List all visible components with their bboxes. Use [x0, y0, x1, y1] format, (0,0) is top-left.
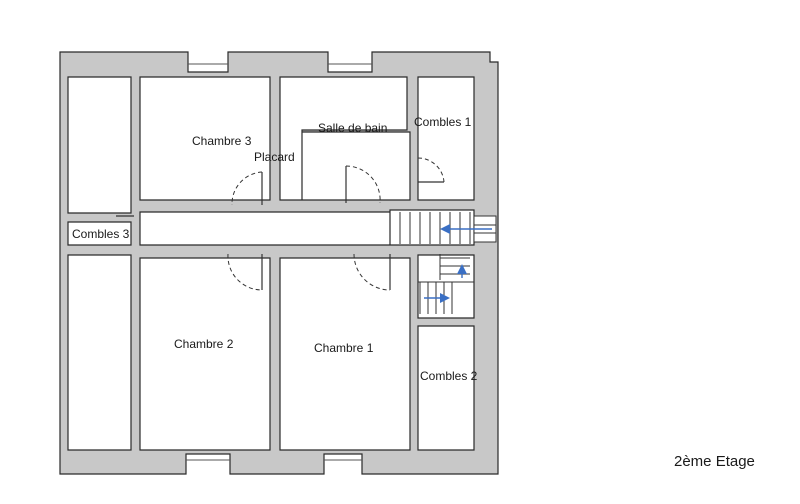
- door-arc-combles1: [417, 157, 445, 183]
- room-label-placard: Placard: [254, 150, 295, 164]
- stair-arrowhead-bottom: [440, 293, 450, 303]
- floor-label: 2ème Etage: [674, 453, 755, 470]
- room-label-chambre1: Chambre 1: [314, 341, 374, 355]
- stair-arrowhead-right: [457, 264, 467, 274]
- room-label-combles1: Combles 1: [414, 115, 472, 129]
- room-label-chambre2: Chambre 2: [174, 337, 234, 351]
- room-label-combles2: Combles 2: [420, 369, 478, 383]
- door-arc-chambre1: [353, 253, 391, 291]
- staircase: [399, 212, 497, 314]
- room-label-combles3: Combles 3: [72, 227, 130, 241]
- stair-arrowhead-top: [440, 224, 450, 234]
- door-arc-sdb: [345, 165, 381, 204]
- door-arc-chambre2: [227, 253, 263, 291]
- door-arc-chambre3: [231, 171, 263, 206]
- doors: [116, 157, 445, 291]
- walls: [59, 51, 499, 475]
- windows: [186, 63, 372, 461]
- room-label-salle-de-bain: Salle de bain: [318, 121, 387, 135]
- room-label-chambre3: Chambre 3: [192, 134, 252, 148]
